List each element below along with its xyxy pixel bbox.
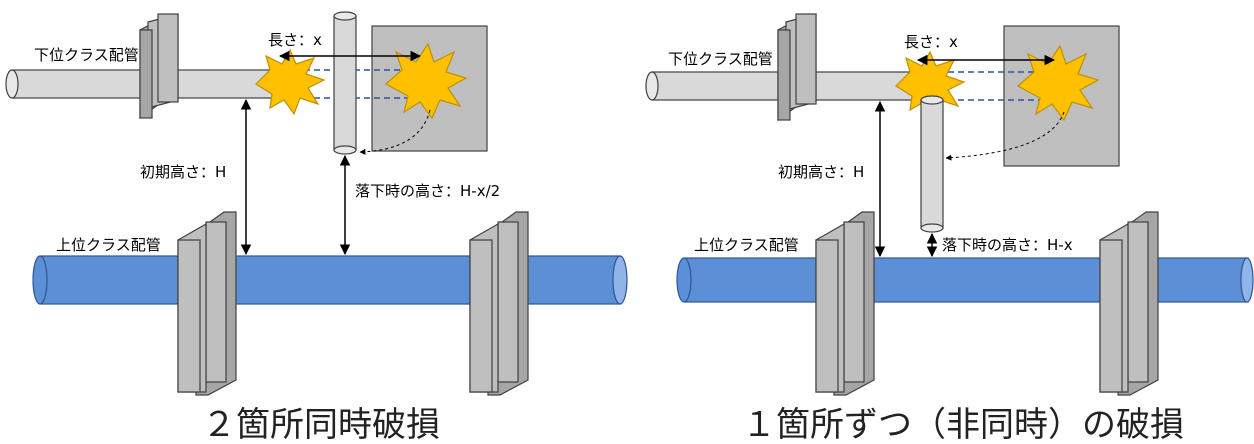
burst-icon: [895, 50, 966, 118]
rotation-arrow: [359, 109, 431, 155]
left-caption: ２箇所同時破損: [202, 405, 440, 444]
length-label: 長さ：x: [268, 31, 322, 49]
left-panel: 長さ：x 下位クラス配管 初期高さ：H 落下時の高さ：H-x/2 上位クラス配管: [5, 11, 628, 444]
drop-height-label: 落下時の高さ：H-x: [942, 236, 1073, 254]
drop-height-label: 落下時の高さ：H-x/2: [355, 182, 500, 200]
upper-pipe-support: [469, 211, 529, 396]
upper-class-pipe: [676, 257, 1254, 303]
length-label: 長さ：x: [904, 33, 958, 51]
right-caption: １箇所ずつ（非同時）の破損: [742, 405, 1184, 444]
initial-height-label: 初期高さ：H: [778, 163, 864, 181]
lower-pipe-label: 下位クラス配管: [668, 50, 773, 68]
lower-pipe-label: 下位クラス配管: [34, 46, 139, 64]
upper-pipe-support: [1099, 211, 1159, 396]
lower-pipe-support: [777, 13, 817, 122]
falling-pipe-segment: [920, 95, 944, 233]
upper-pipe-support: [815, 211, 875, 396]
upper-class-pipe: [32, 255, 628, 305]
right-panel: 長さ：x 下位クラス配管 初期高さ：H 落下時の高さ：H-x 上位クラス配管 １…: [645, 13, 1254, 444]
upper-pipe-support: [177, 211, 237, 396]
upper-pipe-label: 上位クラス配管: [56, 236, 161, 254]
falling-pipe-segment: [333, 11, 357, 155]
upper-pipe-label: 上位クラス配管: [694, 236, 799, 254]
lower-pipe-support: [139, 13, 179, 120]
burst-icon: [255, 48, 326, 116]
rotation-arrow: [945, 111, 1065, 161]
initial-height-label: 初期高さ：H: [140, 163, 226, 181]
